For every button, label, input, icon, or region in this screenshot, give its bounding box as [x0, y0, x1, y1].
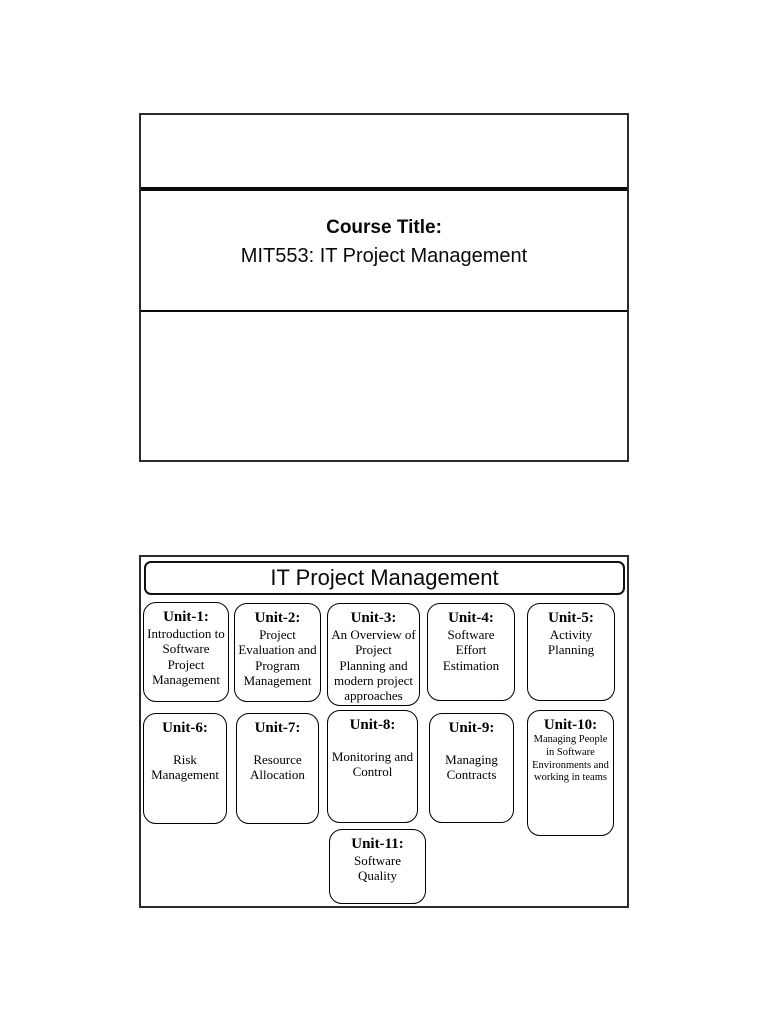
- unit-11-body: Software Quality: [354, 853, 401, 884]
- unit-2-title: Unit-2:: [254, 610, 301, 626]
- unit-box-9: Unit-9: Managing Contracts: [429, 713, 514, 823]
- unit-11-title: Unit-11:: [351, 836, 404, 852]
- slide2-title-box: IT Project Management: [144, 561, 625, 595]
- unit-6-title: Unit-6:: [162, 720, 208, 736]
- unit-3-body: An Overview of Project Planning and mode…: [331, 627, 416, 704]
- course-title-label: Course Title:: [326, 217, 442, 238]
- unit-4-title: Unit-4:: [448, 610, 494, 626]
- unit-1-body: Introduction to Software Project Managem…: [147, 626, 225, 687]
- unit-box-1: Unit-1: Introduction to Software Project…: [143, 602, 229, 702]
- unit-box-7: Unit-7: Resource Allocation: [236, 713, 319, 824]
- course-title-value: MIT553: IT Project Management: [240, 244, 528, 267]
- unit-box-5: Unit-5: Activity Planning: [527, 603, 615, 701]
- unit-7-title: Unit-7:: [254, 720, 301, 736]
- unit-box-6: Unit-6: Risk Management: [143, 713, 227, 824]
- unit-10-title: Unit-10:: [543, 717, 598, 733]
- unit-box-3: Unit-3: An Overview of Project Planning …: [327, 603, 420, 706]
- unit-8-body: Monitoring and Control: [331, 749, 414, 780]
- unit-4-body: Software Effort Estimation: [442, 627, 500, 673]
- unit-1-title: Unit-1:: [163, 609, 209, 625]
- unit-6-body: Risk Management: [151, 752, 219, 783]
- unit-7-body: Resource Allocation: [250, 752, 305, 783]
- unit-box-2: Unit-2: Project Evaluation and Program M…: [234, 603, 321, 702]
- unit-box-10: Unit-10: Managing People in Software Env…: [527, 710, 614, 836]
- unit-9-body: Managing Contracts: [445, 752, 498, 783]
- slide2-title: IT Project Management: [270, 565, 499, 590]
- unit-5-title: Unit-5:: [548, 610, 594, 626]
- unit-8-title: Unit-8:: [349, 717, 396, 733]
- slide1-empty-header-section: [141, 115, 627, 191]
- unit-3-title: Unit-3:: [350, 610, 397, 626]
- unit-box-4: Unit-4: Software Effort Estimation: [427, 603, 515, 701]
- slide1-title-section: Course Title: MIT553: IT Project Managem…: [141, 191, 627, 312]
- unit-2-body: Project Evaluation and Program Managemen…: [238, 627, 317, 688]
- slide1-empty-footer-section: [141, 312, 627, 460]
- slide-unit-overview: IT Project Management Unit-1: Introducti…: [139, 555, 629, 908]
- unit-box-11: Unit-11: Software Quality: [329, 829, 426, 904]
- slide-course-title: Course Title: MIT553: IT Project Managem…: [139, 113, 629, 462]
- unit-10-body: Managing People in Software Environments…: [532, 734, 609, 784]
- unit-box-8: Unit-8: Monitoring and Control: [327, 710, 418, 823]
- unit-9-title: Unit-9:: [448, 720, 495, 736]
- unit-5-body: Activity Planning: [547, 627, 595, 658]
